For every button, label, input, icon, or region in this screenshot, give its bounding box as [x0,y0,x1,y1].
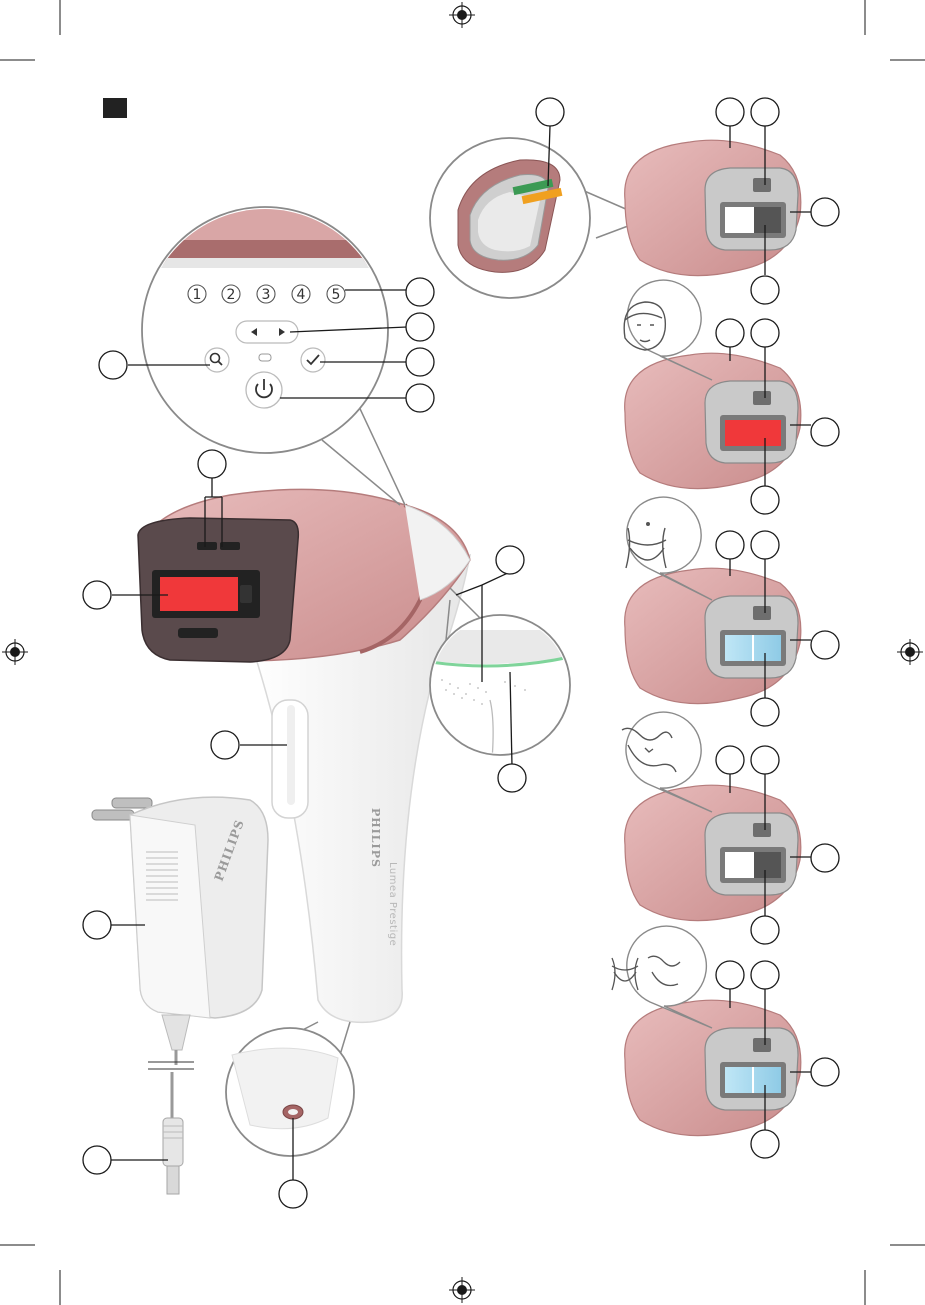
callout-circle [751,961,779,989]
callout-circle [811,844,839,872]
attachment-sensor [753,1038,771,1052]
callout-circle [406,313,434,341]
attachment-3 [625,568,801,703]
callout-circle [751,98,779,126]
callout-circle [716,961,744,989]
callout-circle [811,418,839,446]
model-name: Lumea Prestige [387,862,398,946]
registration-mark-icon [897,639,923,665]
attachment-window [725,420,781,446]
callout-circle [751,746,779,774]
control-panel-zoom: 1 2 3 4 5 [140,205,405,505]
device-logo: PHILIPS [369,808,382,868]
callout-circle [716,319,744,347]
callout-circle [279,1180,307,1208]
callout-circle [83,1146,111,1174]
flash-window-red [160,577,238,611]
attachment-1 [625,140,801,275]
callout-circle [811,198,839,226]
skin-sensor-left [197,542,217,550]
callout-circle [406,278,434,306]
confirm-button [301,348,325,372]
registration-mark-icon [449,1277,475,1303]
dc-plug [163,1118,183,1166]
sensor-zoom [430,138,628,298]
intensity-level-4: 4 [297,287,306,303]
attachment-4 [625,785,801,920]
intensity-level-1: 1 [193,287,202,303]
callout-circle [751,916,779,944]
callout-circle [83,911,111,939]
intensity-level-3: 3 [262,287,271,303]
skin-tone-button [205,348,229,372]
callout-circle [83,581,111,609]
callout-circle [99,351,127,379]
callout-circle [536,98,564,126]
section-marker [103,98,127,118]
attachment-5 [625,1000,801,1135]
callout-circle [498,764,526,792]
callout-circle [751,486,779,514]
callout-circle [716,746,744,774]
attachment-2 [625,353,801,488]
attachment-sensor [753,178,771,192]
attachment-sensor [753,391,771,405]
callout-circle [716,98,744,126]
callout-circle [811,631,839,659]
callout-circle [211,731,239,759]
callout-circle [811,1058,839,1086]
callout-circle [716,531,744,559]
skin-sensor-right [220,542,240,550]
intensity-level-2: 2 [227,287,236,303]
callout-circle [751,319,779,347]
callout-circle [198,450,226,478]
callout-circle [496,546,524,574]
callout-circle [406,384,434,412]
attachment-sensor [753,606,771,620]
attachment-sensor [753,823,771,837]
callout-circle [406,348,434,376]
registration-mark-icon [2,639,28,665]
registration-mark-icon [449,2,475,28]
callout-circle [751,1130,779,1158]
callout-circle [751,276,779,304]
socket-zoom [226,1022,354,1156]
intensity-rocker-button [236,321,298,343]
intensity-level-5: 5 [332,287,341,303]
callout-circle [751,531,779,559]
callout-circle [751,698,779,726]
